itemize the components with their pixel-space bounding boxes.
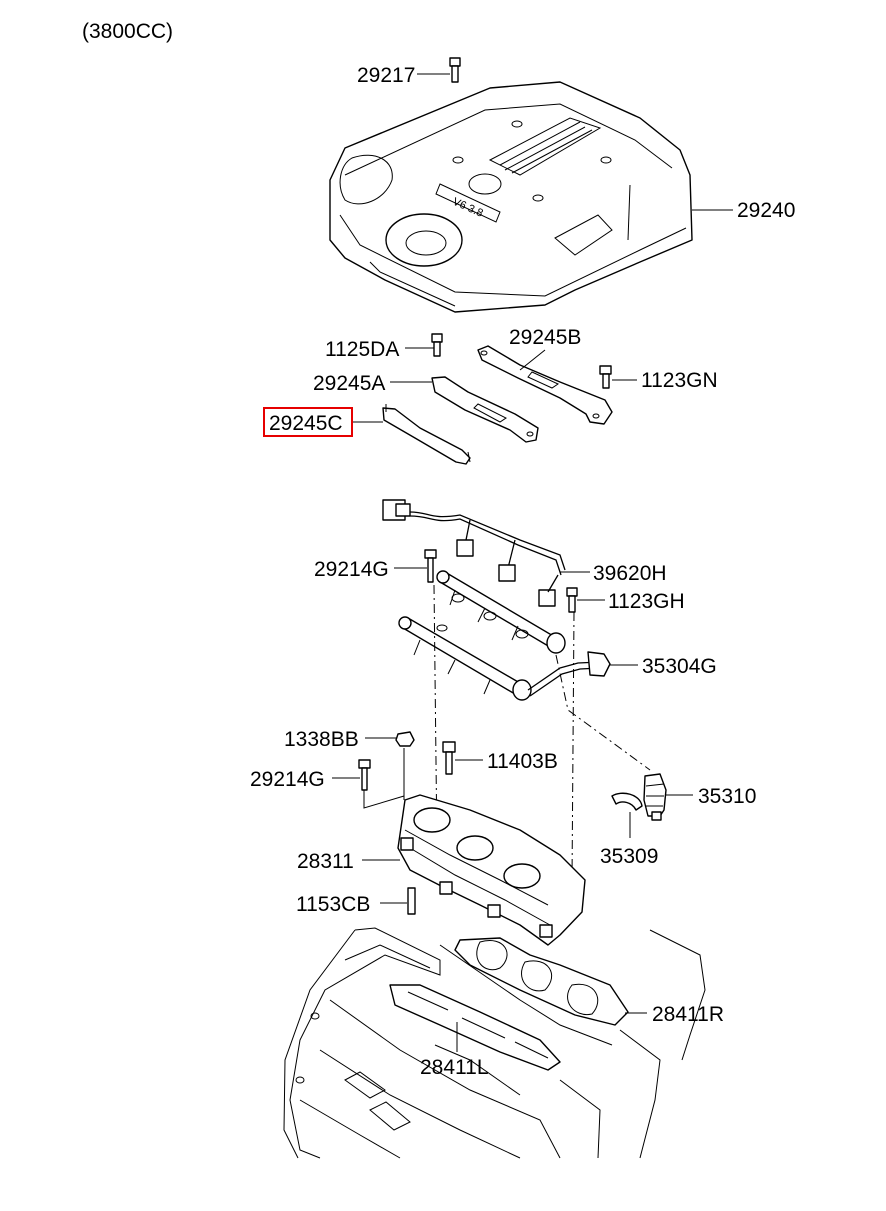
alignment-line <box>571 611 575 881</box>
engine-spec-label: (3800CC) <box>82 20 173 43</box>
callout-35304g[interactable]: 35304G <box>642 655 717 678</box>
bracket-29245c-drawing <box>382 404 471 465</box>
callout-1123gn[interactable]: 1123GN <box>641 369 718 392</box>
callout-28411r[interactable]: 28411R <box>652 1003 724 1026</box>
callout-35309[interactable]: 35309 <box>600 845 658 868</box>
wiring-harness-drawing <box>382 499 566 607</box>
fuel-rail-drawing <box>398 570 611 701</box>
callout-1123gh[interactable]: 1123GH <box>608 590 685 613</box>
callout-1153cb[interactable]: 1153CB <box>296 893 370 916</box>
callout-39620h[interactable]: 39620H <box>593 562 667 585</box>
highlight-box <box>263 407 353 437</box>
callout-28411l[interactable]: 28411L <box>420 1056 489 1079</box>
gasket-28411r-drawing <box>454 937 629 1026</box>
callout-29217[interactable]: 29217 <box>357 64 415 87</box>
intake-manifold-drawing <box>397 794 586 946</box>
leader-line <box>363 790 405 809</box>
callout-labels: 29217 29240 1125DA 29245B 1123GN 29245A … <box>250 64 795 1079</box>
callout-29214g-upper[interactable]: 29214G <box>314 558 389 581</box>
leader-lines <box>332 73 733 1052</box>
stud-1153cb-drawing <box>407 887 416 915</box>
bolt-1123gh-drawing <box>566 587 578 613</box>
callout-29214g-lower[interactable]: 29214G <box>250 768 325 791</box>
callout-1338bb[interactable]: 1338BB <box>284 728 359 751</box>
callout-28311[interactable]: 28311 <box>297 850 354 873</box>
bracket-29245b-drawing <box>477 345 613 425</box>
bolt-29217-drawing <box>449 57 461 83</box>
nut-1338bb-drawing <box>395 731 415 747</box>
bolt-1125da-drawing <box>431 333 443 357</box>
callout-29245b[interactable]: 29245B <box>509 326 581 349</box>
callout-35310[interactable]: 35310 <box>698 785 756 808</box>
bracket-29245a-drawing <box>431 376 539 443</box>
callout-11403b[interactable]: 11403B <box>487 750 558 773</box>
alignment-line <box>433 584 438 851</box>
injector-35310-drawing <box>643 773 667 821</box>
callout-29240[interactable]: 29240 <box>737 199 795 222</box>
callout-1125da[interactable]: 1125DA <box>325 338 399 361</box>
callout-29245a[interactable]: 29245A <box>313 372 385 395</box>
engine-block-drawing <box>283 927 706 1159</box>
bolt-1123gn-drawing <box>599 365 612 389</box>
gasket-28411l-drawing <box>389 984 561 1071</box>
bolt-29214g-upper-drawing <box>424 549 437 583</box>
engine-cover-drawing: V6 3.8 <box>329 81 693 313</box>
callout-29245c[interactable]: 29245C <box>269 412 343 435</box>
clip-35309-drawing <box>611 792 643 811</box>
bolt-29214g-lower-drawing <box>358 759 371 791</box>
bolt-11403b-drawing <box>442 741 456 775</box>
